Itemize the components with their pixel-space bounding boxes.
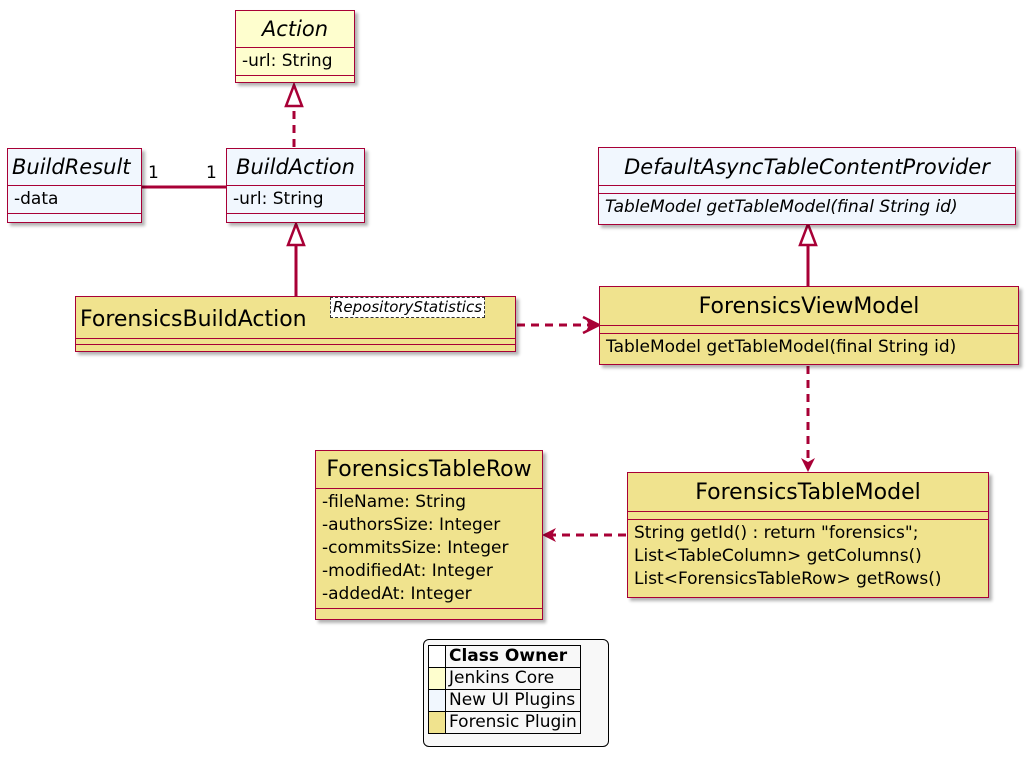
legend-swatch: [428, 689, 446, 712]
field: -fileName: String: [322, 492, 467, 512]
legend: Class Owner Jenkins Core New UI Plugins …: [423, 639, 609, 747]
class-name: BuildAction: [227, 149, 364, 186]
field: -url: String: [227, 186, 364, 214]
method: TableModel getTableModel(final String id…: [605, 197, 958, 217]
legend-label: Forensic Plugin: [445, 711, 581, 734]
field: -commitsSize: Integer: [322, 538, 509, 558]
legend-label: Jenkins Core: [445, 667, 581, 690]
class-action[interactable]: Action -url: String: [235, 10, 355, 83]
field: -addedAt: Integer: [322, 584, 472, 604]
class-name: ForensicsBuildAction: [76, 297, 515, 339]
class-name: ForensicsViewModel: [600, 287, 1018, 326]
class-defaultasynctablecontentprovider[interactable]: DefaultAsyncTableContentProvider TableMo…: [598, 147, 1016, 225]
method: List<ForensicsTableRow> getRows(): [634, 569, 942, 589]
edge-forensicsbuildaction-buildaction: [286, 220, 306, 296]
edge-viewmodel-provider: [798, 220, 818, 286]
field-list: -fileName: String -authorsSize: Integer …: [316, 489, 542, 609]
class-forensicstablemodel[interactable]: ForensicsTableModel String getId() : ret…: [627, 472, 989, 598]
field: -data: [8, 186, 141, 214]
method: String getId() : return "forensics";: [634, 523, 919, 543]
field: -modifiedAt: Integer: [322, 561, 493, 581]
class-forensicstablerow[interactable]: ForensicsTableRow -fileName: String -aut…: [315, 450, 543, 620]
edge-buildaction-action: [284, 81, 304, 147]
legend-header: Class Owner: [445, 645, 581, 668]
generic-parameter: RepositoryStatistics: [330, 297, 486, 318]
class-name: Action: [236, 11, 354, 48]
field: -authorsSize: Integer: [322, 515, 501, 535]
mult-buildaction: 1: [206, 163, 217, 183]
field: -url: String: [236, 48, 354, 76]
edge-tablemodel-tablerow: [542, 528, 626, 542]
legend-swatch: [428, 711, 446, 734]
legend-label: New UI Plugins: [445, 689, 581, 712]
class-name: ForensicsTableRow: [316, 451, 542, 489]
method-list: String getId() : return "forensics"; Lis…: [628, 520, 988, 593]
mult-buildresult: 1: [148, 163, 159, 183]
class-buildaction[interactable]: BuildAction -url: String: [226, 148, 365, 223]
class-buildresult[interactable]: BuildResult -data: [7, 148, 142, 223]
legend-swatch: [428, 667, 446, 690]
legend-entry: Forensic Plugin: [428, 711, 581, 734]
class-forensicsviewmodel[interactable]: ForensicsViewModel TableModel getTableMo…: [599, 286, 1019, 365]
edge-forensicsbuildaction-viewmodel: [517, 315, 602, 335]
legend-entry: New UI Plugins: [428, 689, 581, 712]
legend-entry: Jenkins Core: [428, 667, 581, 690]
legend-table: Class Owner Jenkins Core New UI Plugins …: [428, 645, 581, 734]
method: List<TableColumn> getColumns(): [634, 546, 922, 566]
edge-viewmodel-tablemodel: [801, 366, 815, 472]
class-name: ForensicsTableModel: [628, 473, 988, 512]
method: TableModel getTableModel(final String id…: [606, 337, 957, 357]
class-name: BuildResult: [8, 149, 141, 186]
class-name: DefaultAsyncTableContentProvider: [599, 148, 1015, 186]
